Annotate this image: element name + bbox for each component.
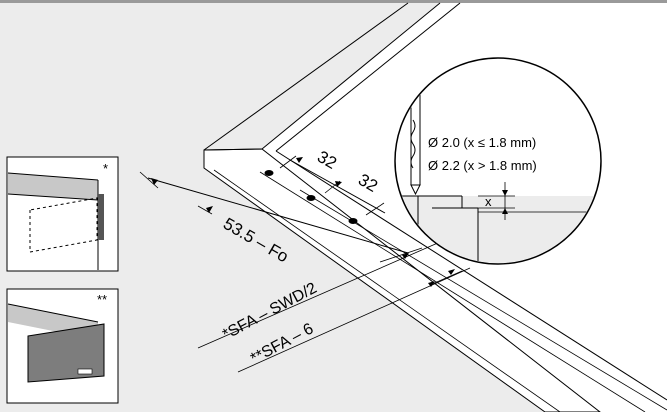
inset-1-line-a bbox=[7, 172, 99, 181]
dim-tick-3 bbox=[365, 202, 385, 216]
inset-1-marker: * bbox=[103, 161, 109, 176]
top-border bbox=[0, 0, 667, 3]
drill-tip bbox=[410, 184, 421, 196]
hole-row-line-2 bbox=[299, 189, 667, 411]
depth-arrow-bottom bbox=[502, 208, 508, 214]
panel-back-edge-inner bbox=[275, 2, 461, 152]
dim-arrow-sfa-1 bbox=[402, 253, 409, 259]
inset-1-hidden-drawer bbox=[29, 197, 98, 253]
panel-top-edge bbox=[203, 148, 263, 151]
dim-ext-sfa-1 bbox=[379, 247, 423, 263]
depth-label: x bbox=[485, 194, 492, 209]
drill-spec-line-1: Ø 2.0 (x ≤ 1.8 mm) bbox=[428, 135, 536, 150]
panel-left-back-edge bbox=[203, 2, 409, 151]
dim-tick-front-b bbox=[197, 205, 213, 215]
panel-front-inner-line bbox=[275, 150, 667, 401]
inset-2-handle bbox=[77, 368, 93, 375]
drill-spec-line-2: Ø 2.2 (x > 1.8 mm) bbox=[428, 158, 537, 173]
inset-2-marker: ** bbox=[97, 292, 108, 307]
dim-line-front-offset bbox=[147, 177, 409, 254]
dim-tick-front-a bbox=[139, 171, 159, 189]
drill-hole-2 bbox=[306, 195, 316, 201]
drill-hole-1 bbox=[264, 170, 274, 176]
dim-line-sfa-swd bbox=[197, 241, 441, 349]
inset-panel-2 bbox=[6, 288, 119, 404]
inset-2-line-a bbox=[7, 303, 99, 323]
dim-arrow-sfa-3 bbox=[428, 281, 435, 287]
dim-tick-1 bbox=[279, 155, 297, 169]
dim-ext-sfa-2 bbox=[429, 270, 463, 286]
inset-panel-1 bbox=[6, 156, 119, 272]
drill-hole-3 bbox=[348, 218, 358, 224]
drill-flute bbox=[410, 119, 416, 169]
drill-detail: Ø 2.0 (x ≤ 1.8 mm) Ø 2.2 (x > 1.8 mm) x bbox=[394, 57, 602, 265]
hole-row-line-1 bbox=[259, 171, 646, 412]
panel-front-lower-line bbox=[213, 169, 561, 412]
dim-arrow-front-a bbox=[151, 178, 158, 185]
inset-1-edge-strip bbox=[98, 194, 104, 240]
depth-arrow-top bbox=[502, 190, 508, 196]
dim-arrow-front-b bbox=[206, 206, 213, 213]
inset-1-line-b bbox=[7, 193, 99, 201]
inset-1-top-shade bbox=[8, 173, 98, 200]
dim-arrow-sfa-2 bbox=[448, 269, 455, 275]
panel-back-edge-outer bbox=[261, 2, 441, 150]
dim-arrow-1 bbox=[296, 157, 303, 163]
dim-arrow-2 bbox=[335, 181, 342, 187]
